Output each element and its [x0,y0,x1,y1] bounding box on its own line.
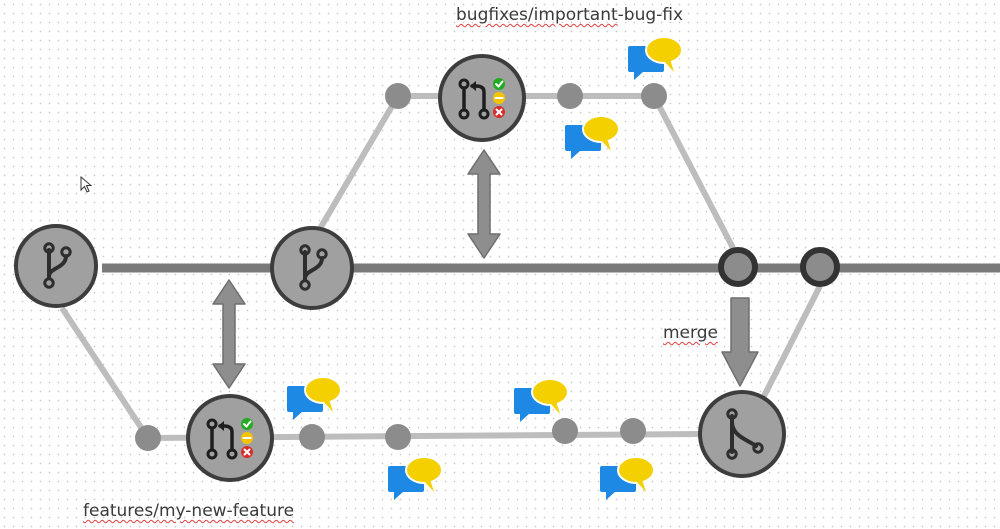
branch-node-middle [270,226,354,310]
bugfix-branch-name: important [533,5,618,25]
pull-request-node-bugfix [438,54,526,142]
branch-node-start [14,224,98,308]
merge-label: merge [663,323,718,343]
comment-bubbles-icon [513,378,569,423]
commit-dots [135,83,667,451]
feature-merge-line [759,284,823,402]
main-merge-commit [718,247,758,287]
commit-dot [385,424,411,450]
sync-arrow-feature [212,279,246,389]
comment-bubbles-icon [564,115,620,160]
commit-dot [135,425,161,451]
comment-bubbles-icon [286,376,342,421]
bugfix-branch-suffix: -bug-fix [617,5,684,25]
commit-dot [620,418,646,444]
main-merge-commit [800,247,840,287]
commit-dot [385,83,411,109]
feature-branch-label: features/my-new-feature [83,501,294,521]
pull-request-node-feature [186,394,274,482]
mouse-pointer-icon [80,176,92,193]
merge-node [698,390,786,478]
merge-arrow [721,297,759,387]
sync-arrow-bugfix [467,149,501,259]
feature-branch-prefix: features/ [83,501,159,521]
commit-dot [552,418,578,444]
bugfix-branch-label: bugfixes/important-bug-fix [456,5,683,25]
comment-bubbles-icon [599,456,655,501]
commit-dot [299,424,325,450]
feature-branch-name: my-new-feature [158,501,295,521]
comment-bubbles-icon [627,36,683,81]
bugfix-branch-line [315,93,736,250]
bugfix-branch-prefix: bugfixes/ [456,5,534,25]
feature-branch-line [59,306,701,441]
commit-dot [557,83,583,109]
comment-bubbles-icon [387,456,443,501]
commit-dot [641,83,667,109]
